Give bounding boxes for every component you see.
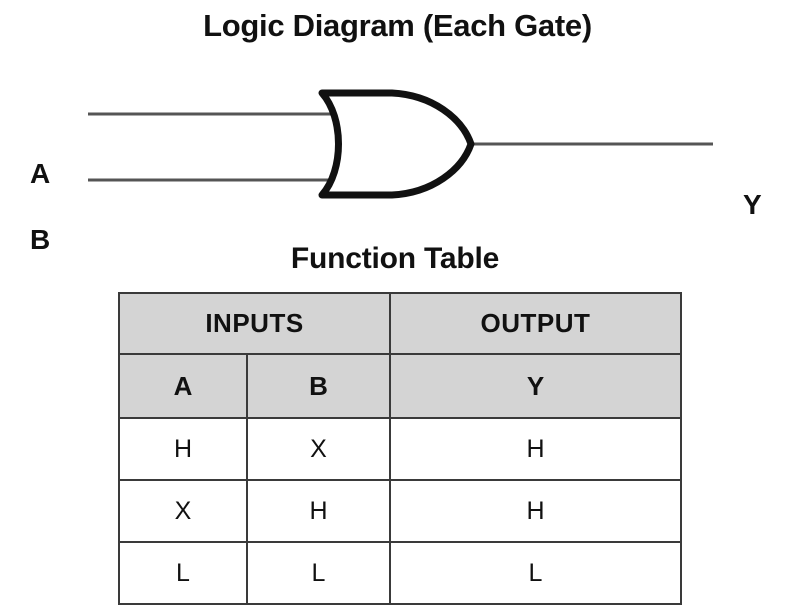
cell-b: L: [246, 541, 391, 605]
cell-a: X: [118, 479, 248, 543]
table-group-header-row: INPUTS OUTPUT: [118, 292, 682, 355]
header-col-b: B: [246, 353, 391, 419]
logic-diagram: A B Y: [0, 60, 800, 254]
diagram-title: Logic Diagram (Each Gate): [203, 8, 592, 43]
table-column-header-row: A B Y: [118, 353, 682, 419]
cell-b: H: [246, 479, 391, 543]
cell-a: L: [118, 541, 248, 605]
table-row: L L L: [118, 541, 682, 605]
cell-y: H: [389, 479, 682, 543]
table-body: H X H X H H L L L: [118, 417, 682, 605]
function-table-title: Function Table: [290, 242, 500, 275]
header-output: OUTPUT: [389, 292, 682, 355]
cell-y: L: [389, 541, 682, 605]
table-head: INPUTS OUTPUT A B Y: [118, 292, 682, 419]
function-table: INPUTS OUTPUT A B Y H X H X H H L L L: [118, 292, 682, 605]
table-row: X H H: [118, 479, 682, 543]
cell-y: H: [389, 417, 682, 481]
or-gate-svg: [88, 89, 713, 199]
table-row: H X H: [118, 417, 682, 481]
input-label-b: B: [30, 224, 51, 255]
cell-a: H: [118, 417, 248, 481]
header-inputs: INPUTS: [118, 292, 391, 355]
header-col-y: Y: [389, 353, 682, 419]
or-gate-body: [318, 89, 475, 199]
input-label-a: A: [30, 158, 51, 189]
header-col-a: A: [118, 353, 248, 419]
cell-b: X: [246, 417, 391, 481]
output-label-y: Y: [743, 189, 762, 220]
